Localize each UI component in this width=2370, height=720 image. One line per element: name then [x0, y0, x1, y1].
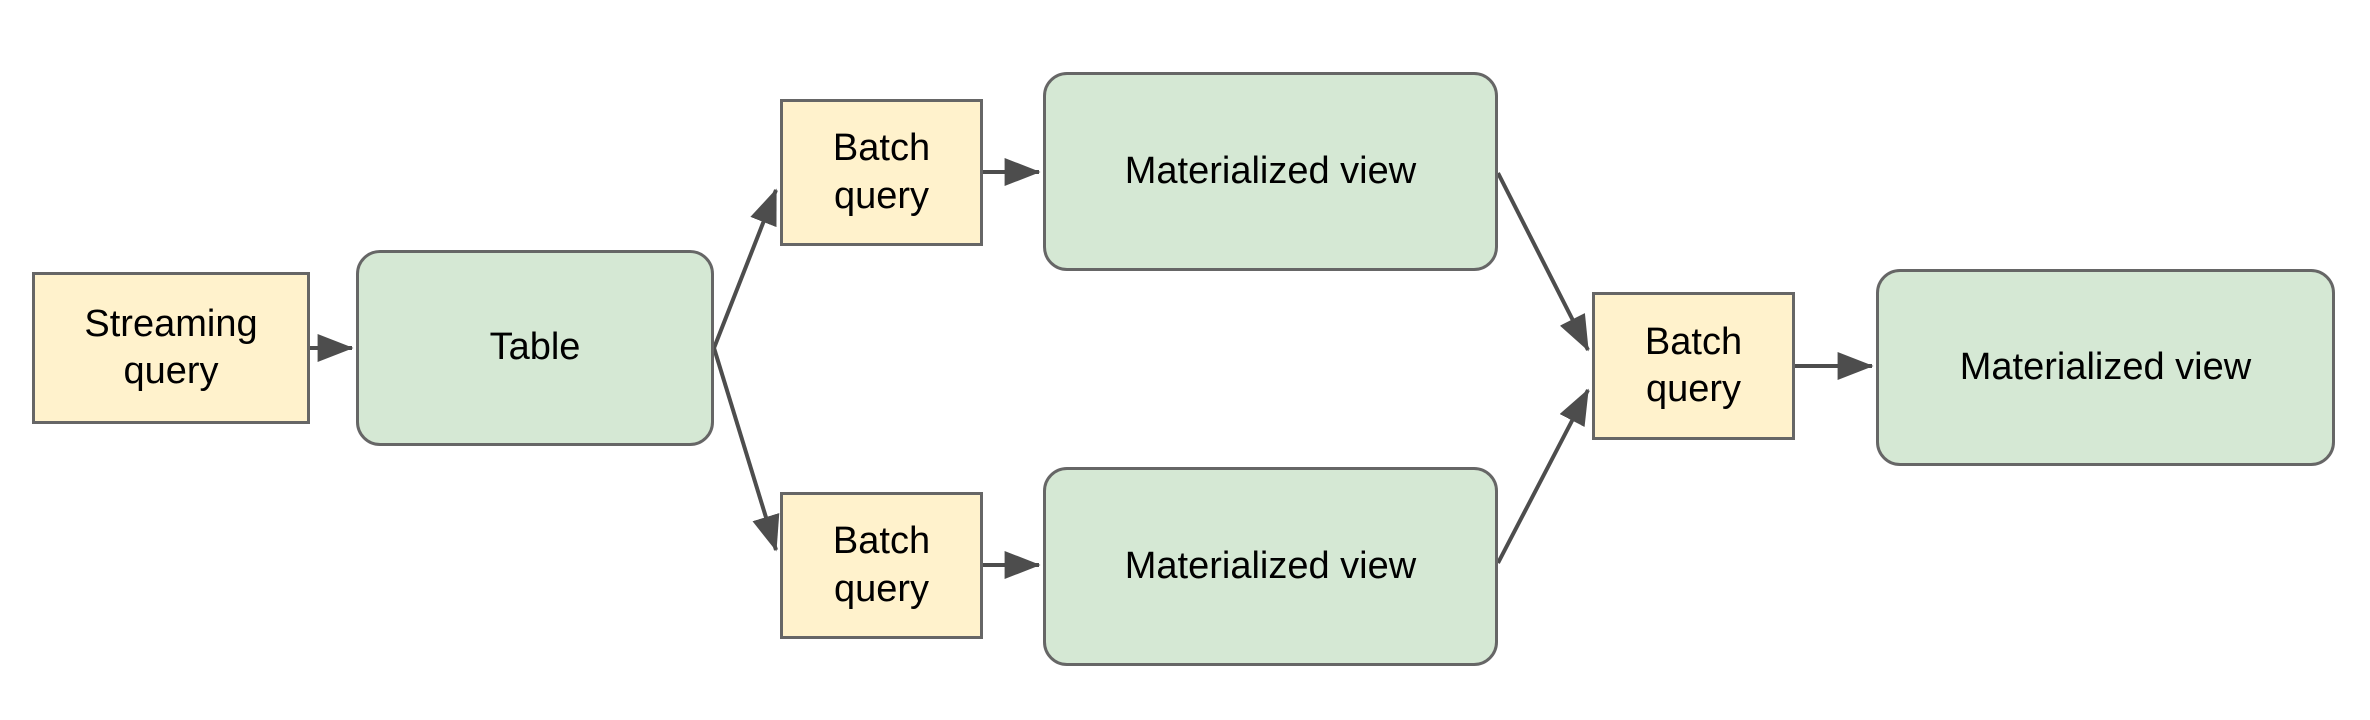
node-materialized-view-final-label: Materialized view [1959, 345, 2252, 388]
node-materialized-view-bottom-label: Materialized view [1124, 544, 1417, 587]
node-streaming-query[interactable]: Streaming query [32, 272, 310, 424]
edge-table-to-batch-top [712, 188, 778, 349]
node-batch-query-top-label: Batch query [832, 127, 931, 217]
node-materialized-view-final[interactable]: Materialized view [1876, 269, 2335, 466]
node-table-label: Table [489, 326, 581, 369]
node-batch-query-top[interactable]: Batch query [780, 99, 983, 246]
node-table[interactable]: Table [356, 250, 714, 446]
node-batch-query-bottom[interactable]: Batch query [780, 492, 983, 639]
node-materialized-view-bottom[interactable]: Materialized view [1043, 467, 1498, 666]
node-batch-query-join[interactable]: Batch query [1592, 292, 1795, 440]
node-materialized-view-top-label: Materialized view [1124, 149, 1417, 192]
edge-mv-top-to-batch-join [1496, 172, 1590, 352]
node-streaming-query-label: Streaming query [84, 302, 258, 393]
node-batch-query-bottom-label: Batch query [832, 520, 931, 610]
edge-mv-bottom-to-batch-join [1496, 388, 1590, 564]
edge-table-to-batch-bottom [712, 347, 780, 552]
node-batch-query-join-label: Batch query [1644, 320, 1743, 411]
node-materialized-view-top[interactable]: Materialized view [1043, 72, 1498, 271]
